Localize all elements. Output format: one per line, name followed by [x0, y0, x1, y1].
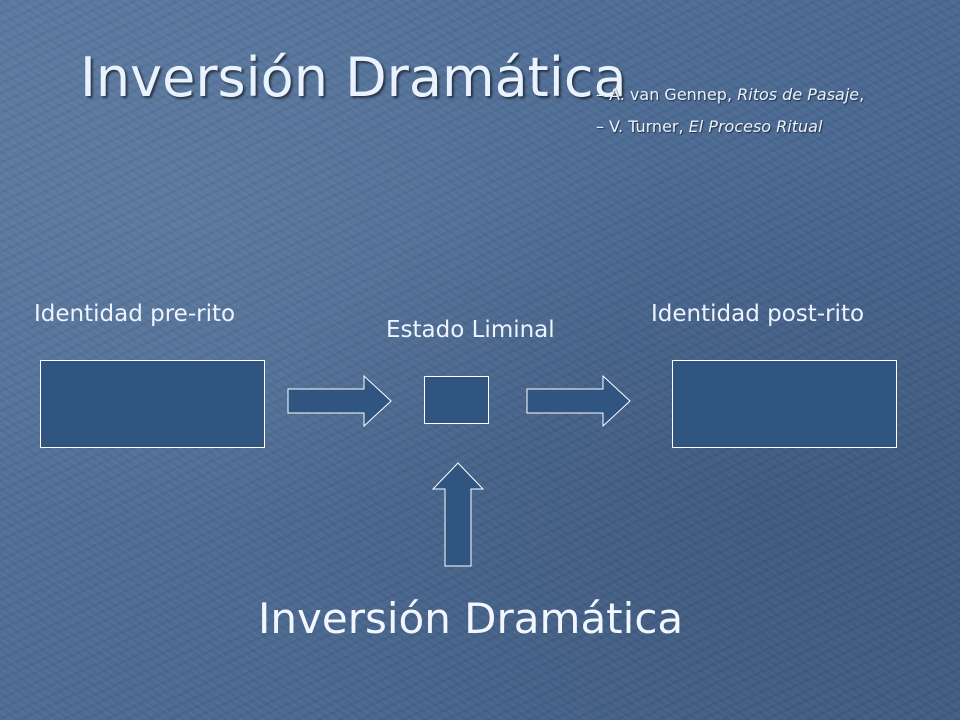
reference-gennep-author: – A. van Gennep,: [596, 85, 738, 104]
reference-gennep-work: Ritos de Pasaje: [737, 85, 860, 104]
liminal-state-label: Estado Liminal: [386, 317, 555, 343]
reference-turner-author: – V. Turner,: [596, 117, 689, 136]
liminal-state-box: [424, 376, 489, 424]
reference-turner-work: El Proceso Ritual: [688, 117, 823, 136]
up-arrow-icon: [431, 462, 485, 567]
reference-turner: – V. Turner, El Proceso Ritual: [596, 117, 822, 136]
reference-gennep-suffix: ,: [859, 85, 865, 104]
dramatic-inversion-label: Inversión Dramática: [258, 594, 684, 643]
right-arrow-icon: [287, 374, 392, 428]
right-arrow-icon: [526, 374, 631, 428]
post-rite-identity-label: Identidad post-rito: [651, 301, 865, 327]
reference-gennep: – A. van Gennep, Ritos de Pasaje,: [596, 85, 864, 104]
slide-title: Inversión Dramática: [80, 46, 627, 109]
post-rite-identity-box: [672, 360, 897, 448]
pre-rite-identity-box: [40, 360, 265, 448]
pre-rite-identity-label: Identidad pre-rito: [34, 301, 236, 327]
